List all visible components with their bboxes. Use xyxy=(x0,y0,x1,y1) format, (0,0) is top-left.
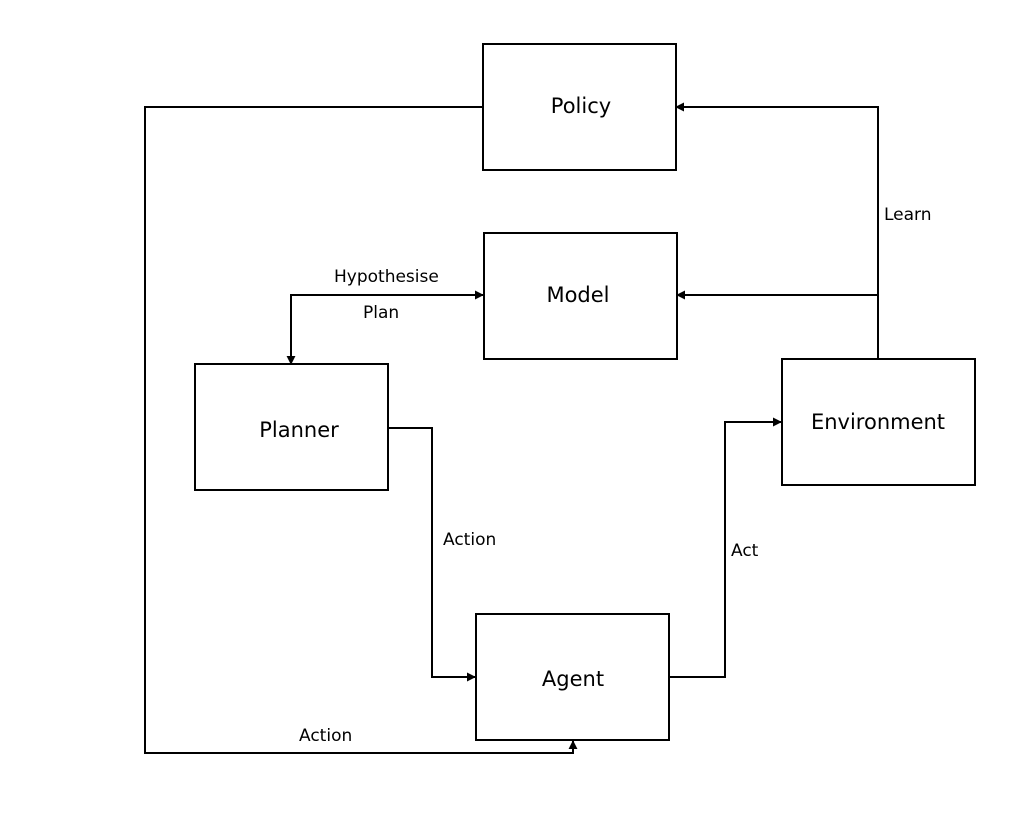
edges xyxy=(144,102,879,754)
edge-label-act: Act xyxy=(731,541,759,561)
node-environment-label: Environment xyxy=(811,410,945,434)
edge-agent-to-environment xyxy=(669,417,782,678)
node-environment: Environment xyxy=(781,358,976,486)
node-agent-label: Agent xyxy=(542,667,604,691)
edge-planner-model xyxy=(286,290,484,365)
edge-label-learn: Learn xyxy=(884,205,932,225)
edge-labels: Learn Hypothesise Plan Action Act Action xyxy=(299,205,932,746)
edge-planner-to-agent xyxy=(388,427,476,682)
edge-label-policy-action: Action xyxy=(299,726,352,746)
edge-environment-to-policy xyxy=(675,102,879,359)
node-policy-label: Policy xyxy=(551,94,611,118)
node-planner: Planner xyxy=(194,363,389,491)
node-policy: Policy xyxy=(482,43,677,171)
edge-label-hypothesise: Hypothesise xyxy=(334,267,439,287)
node-agent: Agent xyxy=(475,613,670,741)
node-model-label: Model xyxy=(546,283,609,307)
node-model: Model xyxy=(483,232,678,360)
node-planner-label: Planner xyxy=(259,418,339,442)
edge-label-plan: Plan xyxy=(363,303,399,323)
edge-policy-to-agent xyxy=(144,106,578,754)
edge-label-planner-action: Action xyxy=(443,530,496,550)
